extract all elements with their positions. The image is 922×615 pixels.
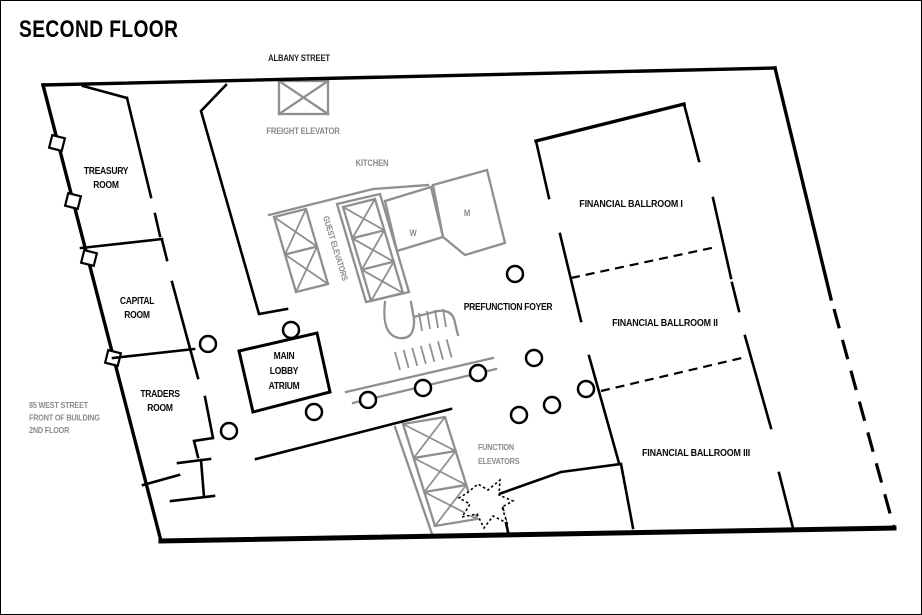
page-title: SECOND FLOOR — [19, 15, 178, 43]
label-financial-ballroom-3: FINANCIAL BALLROOM III — [642, 447, 750, 459]
lobby-corridor-wall — [199, 83, 453, 461]
label-freight-elevator: FREIGHT ELEVATOR — [266, 125, 339, 136]
south-service-room-walls — [497, 462, 635, 534]
capital-room-walls — [111, 238, 200, 380]
column-marker — [219, 421, 239, 441]
label-function-elevators-line1: FUNCTION — [478, 442, 514, 452]
label-financial-ballroom-2: FINANCIAL BALLROOM II — [612, 317, 718, 329]
label-west-street-line1: 85 WEST STREET — [29, 400, 88, 410]
column-marker — [281, 320, 301, 340]
traders-room-walls — [141, 395, 216, 503]
column-marker — [524, 348, 544, 368]
label-main-lobby-atrium-line3: ATRIUM — [269, 380, 300, 391]
ballroom-walls — [533, 101, 795, 530]
building-outline — [40, 65, 897, 544]
label-main-lobby-atrium-line2: LOBBY — [270, 365, 299, 376]
label-west-street-line2: FRONT OF BUILDING — [29, 413, 100, 423]
column-marker — [468, 363, 488, 383]
column-marker — [358, 390, 378, 410]
label-kitchen: KITCHEN — [356, 157, 389, 168]
column-marker — [413, 378, 433, 398]
treasury-room-walls — [79, 84, 164, 250]
column-marker — [505, 264, 525, 284]
label-treasury-room-line2: ROOM — [93, 179, 119, 190]
column-marker — [304, 402, 324, 422]
revision-cloud-marker — [457, 478, 515, 530]
label-womens-restroom: W — [409, 227, 416, 238]
structural-columns — [198, 264, 596, 441]
label-mens-restroom: M — [464, 207, 470, 218]
label-function-elevators-line2: ELEVATORS — [478, 456, 519, 466]
function-elevator-shaft — [393, 415, 479, 536]
kitchen-walls — [267, 183, 430, 217]
freight-elevator-shaft — [277, 79, 330, 116]
mens-restroom-walls — [431, 168, 507, 257]
label-capital-room-line1: CAPITAL — [120, 295, 155, 306]
label-capital-room-line2: ROOM — [124, 309, 150, 320]
label-west-street-line3: 2ND FLOOR — [29, 425, 70, 435]
label-prefunction-foyer: PREFUNCTION FOYER — [464, 301, 553, 312]
guest-elevator-bank-left — [272, 207, 330, 294]
label-main-lobby-atrium-line1: MAIN — [274, 350, 295, 361]
label-albany-street: ALBANY STREET — [268, 52, 330, 63]
guest-elevator-bank-right — [335, 192, 411, 304]
column-marker — [509, 405, 529, 425]
label-traders-room-line2: ROOM — [147, 402, 173, 413]
label-financial-ballroom-1: FINANCIAL BALLROOM I — [579, 198, 683, 210]
column-marker — [542, 395, 562, 415]
label-treasury-room-line1: TREASURY — [84, 165, 129, 176]
column-marker — [576, 379, 596, 399]
label-traders-room-line1: TRADERS — [140, 388, 179, 399]
column-marker — [198, 334, 218, 354]
